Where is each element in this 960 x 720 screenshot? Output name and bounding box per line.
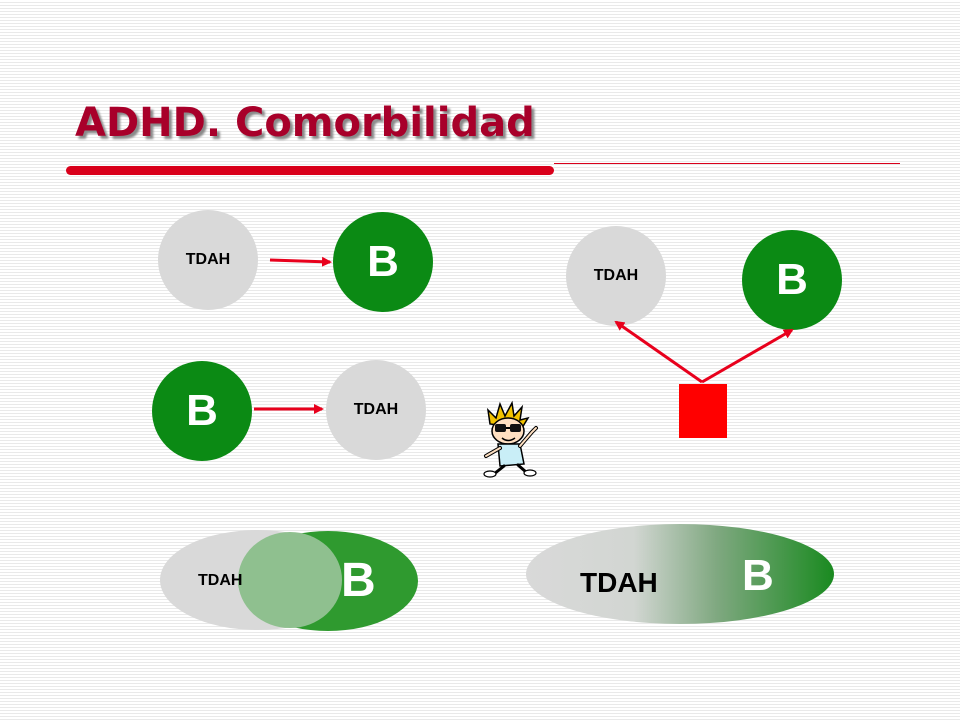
d3-b-circle: B bbox=[742, 230, 842, 330]
d4-b-label: B bbox=[341, 554, 376, 607]
d3-tdah-label: TDAH bbox=[593, 267, 639, 284]
d5-b-label: B bbox=[742, 551, 774, 600]
d2-tdah-label: TDAH bbox=[353, 401, 399, 418]
cartoon-boy-icon bbox=[483, 400, 538, 478]
slide-title: ADHD. Comorbilidad bbox=[75, 100, 535, 146]
d5-blend-ellipse bbox=[526, 524, 834, 624]
d5-tdah-label: TDAH bbox=[580, 567, 658, 598]
d4-tdah-label: TDAH bbox=[198, 572, 243, 589]
d1-tdah-circle: TDAH bbox=[158, 210, 258, 310]
d3-common-cause-square bbox=[679, 384, 727, 438]
d1-arrow bbox=[269, 256, 332, 267]
d4-overlap-region bbox=[238, 532, 342, 628]
d3-arrow-to-tdah bbox=[614, 320, 703, 384]
d1-tdah-label: TDAH bbox=[185, 251, 231, 268]
d3-b-label: B bbox=[776, 255, 808, 304]
d3-arrow-to-b bbox=[701, 328, 794, 384]
d2-b-circle: B bbox=[152, 361, 252, 461]
title-underline-thin bbox=[554, 163, 900, 164]
d1-b-label: B bbox=[367, 237, 399, 286]
d2-tdah-circle: TDAH bbox=[326, 360, 426, 460]
d3-tdah-circle: TDAH bbox=[566, 226, 666, 326]
d1-b-circle: B bbox=[333, 212, 433, 312]
title-underline-thick bbox=[66, 166, 554, 175]
d2-b-label: B bbox=[186, 386, 218, 435]
